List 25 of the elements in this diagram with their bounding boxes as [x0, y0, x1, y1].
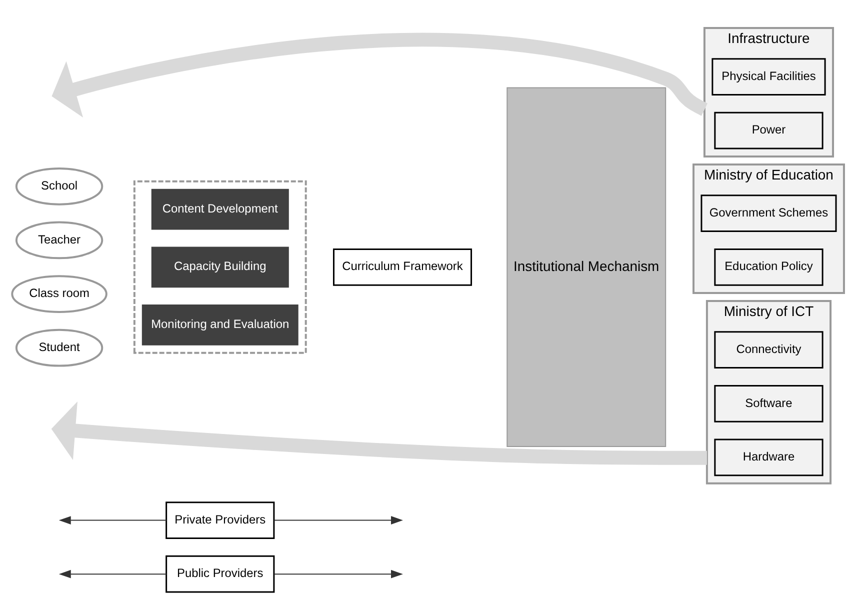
node-box: Education Policy [714, 248, 824, 286]
node-box: Monitoring and Evaluation [142, 304, 298, 345]
arrow [274, 569, 403, 578]
node-box: Government Schemes [700, 194, 837, 232]
node-box: Physical Facilities [712, 58, 826, 95]
node-box: Institutional Mechanism [506, 86, 666, 447]
arrow [58, 516, 167, 524]
arrow [51, 400, 707, 464]
node-box: Private Providers [166, 501, 275, 538]
node-box: Software [714, 384, 824, 422]
node-box: Capacity Building [151, 246, 289, 288]
node-box: Curriculum Framework [333, 248, 472, 286]
node-box: Power [714, 111, 824, 149]
node-box: Public Providers [166, 554, 275, 592]
node-ellipse: Student [15, 328, 104, 366]
node-ellipse: Teacher [15, 220, 104, 259]
arrow [274, 516, 403, 524]
cluster [133, 180, 307, 354]
node-ellipse: Class room [11, 274, 108, 312]
node-ellipse: School [15, 166, 104, 205]
node-box: Content Development [151, 188, 289, 230]
node-box: Hardware [714, 438, 824, 476]
arrow [52, 32, 708, 118]
node-box: Connectivity [714, 330, 824, 368]
arrow [58, 569, 167, 578]
